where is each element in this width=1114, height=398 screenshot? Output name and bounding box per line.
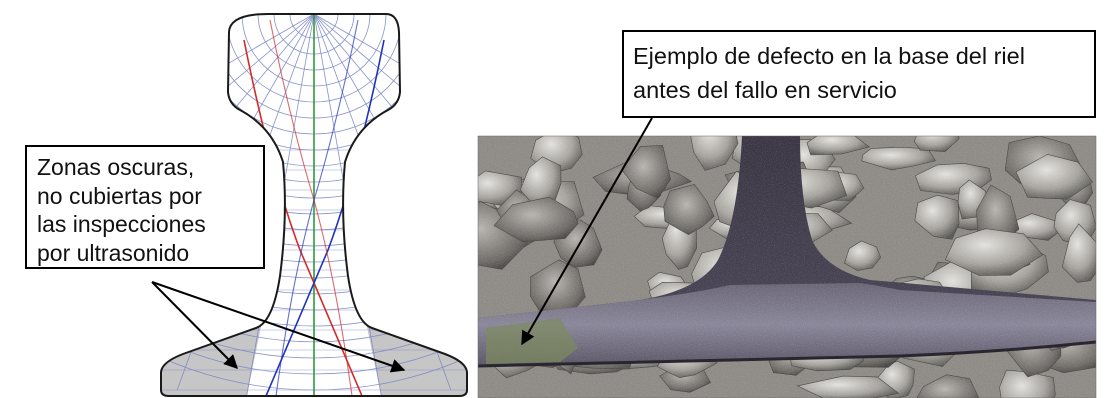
dark-zone-left [150, 322, 262, 398]
dark-zone-right [366, 322, 480, 398]
callout-left-line-2: no cubiertas por [37, 182, 263, 211]
callout-defect-example: Ejemplo de defecto en la base del riel a… [622, 30, 1096, 118]
callout-left-line-3: las inspecciones [37, 210, 263, 239]
callout-left-line-1: Zonas oscuras, [37, 153, 263, 182]
callout-dark-zones: Zonas oscuras, no cubiertas por las insp… [25, 145, 265, 269]
callout-right-line-1: Ejemplo de defecto en la base del riel [633, 39, 1094, 73]
rail-base-photo-icon [442, 113, 1107, 398]
callout-right-line-2: antes del fallo en servicio [633, 73, 1094, 107]
callout-left-line-4: por ultrasonido [37, 239, 263, 268]
